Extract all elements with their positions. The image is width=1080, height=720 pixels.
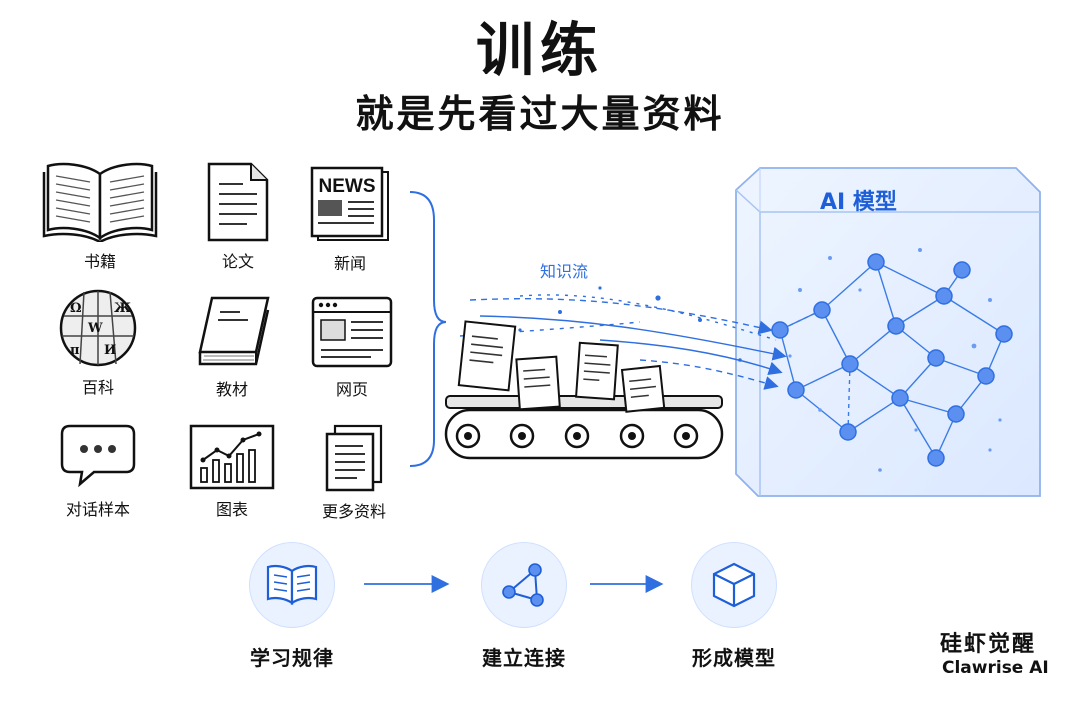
cube-icon: [712, 562, 756, 608]
network-nodes: [771, 253, 1013, 467]
globe-puzzle-icon: ΩW Жπ И: [59, 289, 137, 367]
source-papers-label: 论文: [221, 252, 254, 271]
svg-text:Ж: Ж: [114, 301, 131, 316]
step-form-model-label: 形成模型: [692, 646, 776, 670]
step-form-model: 形成模型: [654, 542, 814, 671]
browser-window-icon: [311, 296, 393, 368]
brand-name-en: Clawrise AI: [942, 658, 1049, 678]
source-news-label: 新闻: [333, 254, 366, 273]
closed-book-icon: [198, 296, 270, 366]
source-papers: 论文: [178, 162, 298, 272]
brand-name-cn: 硅虾觉醒: [940, 632, 1037, 657]
page-title: 训练: [475, 16, 604, 84]
source-news: NEWS 新闻: [290, 164, 410, 274]
news-icon-text: NEWS: [319, 176, 376, 197]
source-bracket: [409, 191, 447, 467]
source-webpages: 网页: [292, 294, 412, 400]
knowledge-flow-lines: [459, 294, 787, 390]
step-learn-patterns-label: 学习规律: [250, 646, 334, 670]
step-learn-patterns: 学习规律: [212, 542, 372, 671]
newspaper-icon: NEWS: [310, 166, 389, 241]
ai-model-label: AI 模型: [820, 190, 897, 215]
source-dialogs-label: 对话样本: [65, 500, 130, 519]
document-icon: [207, 162, 269, 242]
flow-particles: [518, 286, 742, 362]
conveyor-belt: [444, 395, 724, 460]
page-subtitle: 就是先看过大量资料: [355, 92, 725, 136]
line-bar-chart-icon: [189, 424, 275, 490]
knowledge-flow-label: 知识流: [540, 262, 589, 281]
conveyor-documents: [457, 320, 666, 413]
source-dialogs: 对话样本: [38, 420, 158, 520]
step-build-connections-circle: [481, 542, 567, 628]
network-nodes-icon: [502, 563, 544, 607]
chat-bubble-icon: [60, 424, 136, 488]
source-textbooks: 教材: [172, 294, 292, 400]
svg-text:π: π: [70, 343, 80, 358]
source-more: 更多资料: [294, 422, 414, 522]
source-textbooks-label: 教材: [215, 380, 248, 399]
step-form-model-circle: [691, 542, 777, 628]
svg-text:W: W: [87, 321, 103, 336]
source-books-label: 书籍: [83, 252, 116, 271]
source-encyclopedia-label: 百科: [81, 378, 114, 397]
open-book-icon: [266, 564, 318, 606]
network-particles: [788, 248, 1002, 472]
step-learn-patterns-circle: [249, 542, 335, 628]
step-build-connections-label: 建立连接: [482, 646, 566, 670]
source-charts: 图表: [172, 424, 292, 520]
open-book-icon: [42, 162, 158, 242]
svg-text:Ω: Ω: [70, 301, 82, 316]
step-build-connections: 建立连接: [444, 542, 604, 671]
source-charts-label: 图表: [215, 500, 248, 519]
source-more-label: 更多资料: [321, 502, 386, 521]
source-books: 书籍: [40, 158, 160, 272]
stacked-documents-icon: [325, 424, 383, 492]
source-webpages-label: 网页: [335, 380, 368, 399]
svg-text:И: И: [104, 343, 116, 358]
